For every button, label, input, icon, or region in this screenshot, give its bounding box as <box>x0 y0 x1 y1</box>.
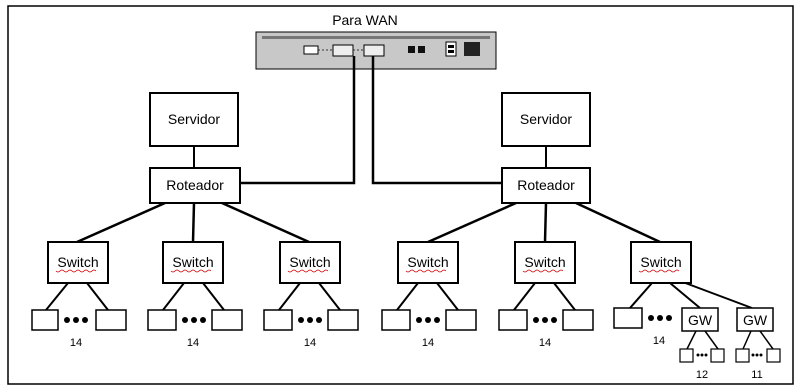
gateway-label: GW <box>688 312 713 328</box>
gateway-2: GW <box>736 307 774 332</box>
gateway-host-count: 12 <box>696 369 708 381</box>
switch-label: Switch <box>524 254 565 270</box>
host-group-3: 14 <box>263 309 359 349</box>
host-group-1: 14 <box>31 309 127 349</box>
gateway-host-count: 11 <box>751 369 762 381</box>
switch-3: Switch <box>279 241 341 284</box>
host-group-5: 14 <box>498 309 594 349</box>
host-group-4: 14 <box>381 309 477 349</box>
server-label: Servidor <box>520 111 572 127</box>
gateway-host-group-2: 11 <box>735 348 781 381</box>
switch-label: Switch <box>407 254 448 270</box>
router-left: Roteador <box>149 167 241 204</box>
wan-link-right <box>371 56 502 185</box>
router-right: Roteador <box>501 167 591 204</box>
router-label: Roteador <box>517 177 575 193</box>
gateway-1: GW <box>681 307 719 332</box>
wan-label: Para WAN <box>332 12 398 28</box>
switch-1: Switch <box>47 241 109 284</box>
server-left: Servidor <box>149 92 239 147</box>
switch-5: Switch <box>514 241 576 284</box>
switch-label: Switch <box>172 254 213 270</box>
host-count: 14 <box>187 337 199 349</box>
host-count: 14 <box>70 337 82 349</box>
host-count: 14 <box>422 337 434 349</box>
server-right: Servidor <box>501 92 591 147</box>
router-label: Roteador <box>166 177 224 193</box>
switch-2: Switch <box>162 241 224 284</box>
host-group-6: 14 <box>613 307 672 347</box>
host-count: 14 <box>653 335 665 347</box>
switch-label: Switch <box>640 254 681 270</box>
host-count: 14 <box>304 337 316 349</box>
wan-link-left <box>240 56 356 185</box>
gateway-label: GW <box>743 312 768 328</box>
router-switch-link <box>191 202 196 243</box>
router-switch-link <box>76 201 166 244</box>
router-switch-link <box>221 201 310 244</box>
host-count: 14 <box>539 337 551 349</box>
host-group-2: 14 <box>147 309 243 349</box>
router-switch-link <box>575 201 661 244</box>
switch-4: Switch <box>397 241 459 284</box>
gateway-host-group-1: 12 <box>679 348 725 381</box>
switch-6: Switch <box>630 241 692 284</box>
switch-label: Switch <box>57 254 98 270</box>
switch-label: Switch <box>289 254 330 270</box>
gateway-host-links <box>686 330 774 350</box>
wan-device-icon <box>255 31 497 70</box>
server-label: Servidor <box>168 111 220 127</box>
router-switch-link <box>427 201 517 244</box>
router-switch-link <box>543 202 548 243</box>
switch-host-links <box>45 280 753 311</box>
